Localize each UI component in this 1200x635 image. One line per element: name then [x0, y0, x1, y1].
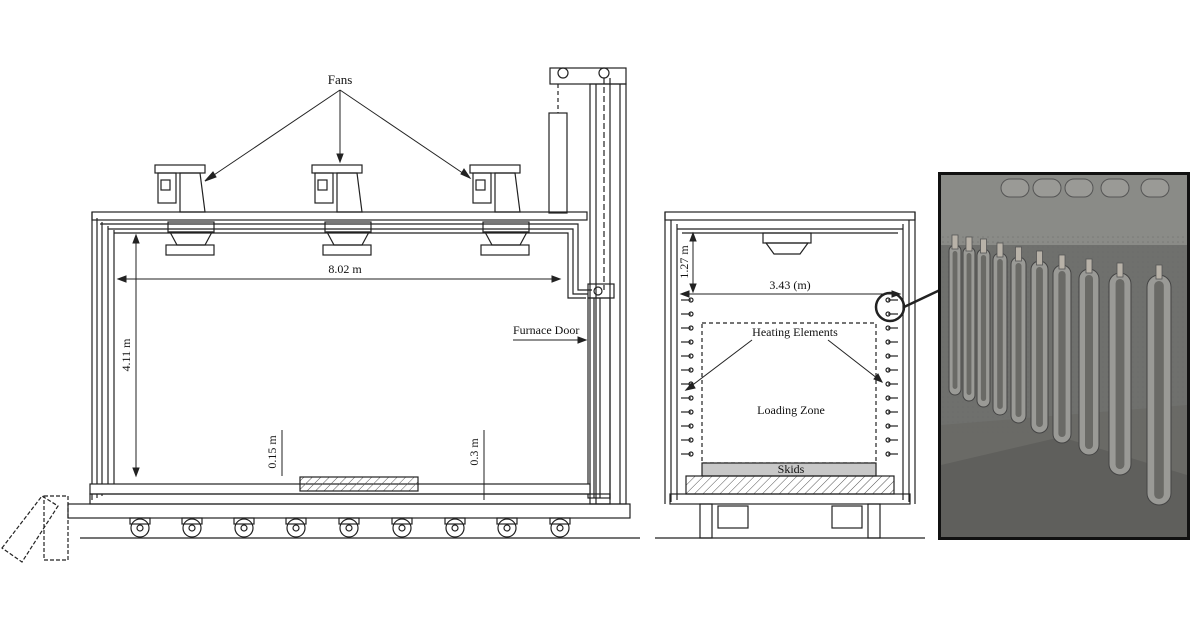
heating-element-loop	[1030, 250, 1049, 434]
heating-element-rod	[681, 451, 694, 457]
heating-element-rod	[885, 311, 898, 317]
heating-element-rod	[885, 437, 898, 443]
heating-element-loop	[1146, 264, 1172, 506]
heating-element-rod	[681, 395, 694, 401]
heating-elements-label: Heating Elements	[752, 325, 838, 339]
heating-element-loop	[962, 236, 976, 402]
side-fan-1	[154, 164, 215, 256]
length-dimension-label: 8.02 m	[328, 262, 362, 276]
skids-label: Skids	[778, 462, 805, 476]
height-dimension-label: 4.11 m	[119, 338, 133, 372]
heating-element-loop	[976, 238, 991, 408]
end-dimensions	[679, 231, 902, 391]
end-car-base	[655, 462, 925, 539]
photo-illustration	[941, 175, 1187, 537]
fans-pointer-lines	[204, 89, 472, 182]
heating-element-rod	[885, 297, 898, 303]
loading-zone-label: Loading Zone	[757, 403, 825, 417]
heating-element-rod	[885, 339, 898, 345]
heating-element-rod	[885, 451, 898, 457]
loading-zone-box	[701, 322, 877, 464]
end-view	[655, 211, 941, 539]
side-wheel	[181, 517, 203, 538]
heating-element-rod	[681, 409, 694, 415]
side-dimensions	[116, 233, 588, 500]
detail-callout-circle	[874, 291, 906, 323]
side-car-base	[67, 476, 640, 539]
side-wheel	[285, 517, 307, 538]
heating-element-rod	[681, 423, 694, 429]
heating-element-loop	[1052, 254, 1072, 444]
side-fan-3	[469, 164, 530, 256]
side-wheel	[129, 517, 151, 538]
end-heating-elements-left	[681, 297, 694, 457]
end-heating-elements-right	[885, 297, 898, 457]
top-gap-dimension-label: 1.27 m	[677, 245, 691, 279]
detail-callout-line	[903, 288, 941, 309]
side-wheels	[129, 517, 571, 538]
heating-element-rod	[885, 353, 898, 359]
heating-element-rod	[885, 409, 898, 415]
end-fan	[762, 232, 812, 255]
heating-element-rod	[681, 311, 694, 317]
furnace-door-label: Furnace Door	[513, 323, 579, 337]
floor-dimension-2-label: 0.3 m	[467, 438, 481, 466]
heating-element-loop	[992, 242, 1008, 416]
heating-element-loop	[1010, 246, 1027, 424]
fans-label: Fans	[328, 72, 353, 87]
side-fan-2	[311, 164, 372, 256]
top-tubes	[1000, 178, 1170, 198]
heating-element-rod	[885, 381, 898, 387]
heating-element-rod	[885, 423, 898, 429]
heating-element-rod	[681, 353, 694, 359]
side-wheel	[233, 517, 255, 538]
floor-dimension-1-label: 0.15 m	[265, 435, 279, 469]
heating-element-rod	[885, 325, 898, 331]
side-view	[1, 67, 640, 563]
heating-element-rod	[681, 297, 694, 303]
heating-element-rod	[885, 395, 898, 401]
heating-elements-photo	[938, 172, 1190, 540]
width-dimension-label: 3.43 (m)	[769, 278, 810, 292]
heating-element-loop	[1078, 258, 1100, 456]
heating-element-loop	[1108, 262, 1132, 476]
heating-element-rod	[681, 437, 694, 443]
side-wheel	[391, 517, 413, 538]
side-wheel	[444, 517, 466, 538]
end-view-walls	[664, 211, 916, 504]
heating-element-rod	[681, 339, 694, 345]
heating-element-loops	[948, 234, 1172, 506]
heating-element-rod	[681, 325, 694, 331]
heating-element-rod	[681, 367, 694, 373]
heating-element-rod	[885, 367, 898, 373]
side-wheel	[496, 517, 518, 538]
heating-element-loop	[948, 234, 962, 396]
furnace-door	[587, 297, 611, 499]
side-view-walls	[91, 211, 592, 500]
rail-ramp	[1, 495, 69, 563]
side-wheel	[338, 517, 360, 538]
side-wheel	[549, 517, 571, 538]
